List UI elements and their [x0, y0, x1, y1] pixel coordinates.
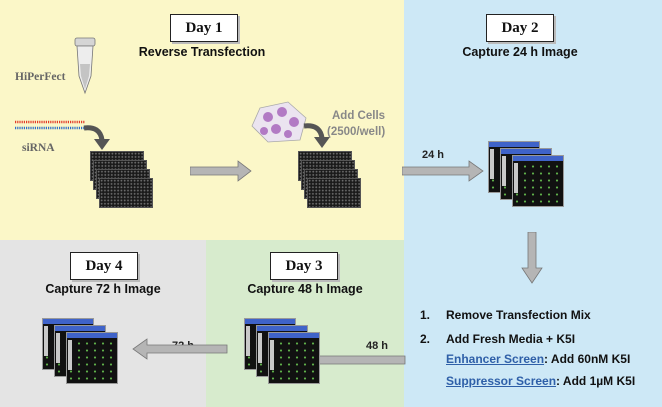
day3-title: Day 3 — [270, 252, 338, 280]
step-2: 2.Add Fresh Media + K5I — [420, 332, 576, 346]
arrow-label-48h: 48 h — [366, 340, 389, 352]
hiperfect-label: HiPerFect — [15, 71, 66, 83]
arrow-label-24h: 24 h — [422, 149, 445, 161]
enhancer-screen-link[interactable]: Enhancer Screen — [446, 352, 545, 366]
sirna-icon — [15, 120, 85, 130]
day1-title: Day 1 — [170, 14, 238, 42]
day2-title: Day 2 — [486, 14, 554, 42]
flow-arrow-1-2-24h — [402, 160, 484, 182]
curved-arrow-icon — [303, 123, 330, 148]
step-1: 1.Remove Transfection Mix — [420, 308, 591, 322]
sirna-label: siRNA — [22, 142, 55, 154]
flow-arrow-3-4 — [132, 338, 228, 360]
day3-subtitle: Capture 48 h Image — [247, 282, 363, 296]
suppressor-screen: Suppressor Screen: Add 1µM K5I — [446, 374, 636, 388]
day1-subtitle: Reverse Transfection — [138, 45, 266, 59]
day4-subtitle: Capture 72 h Image — [45, 282, 161, 296]
day2-subtitle: Capture 24 h Image — [462, 45, 578, 59]
enhancer-screen: Enhancer Screen: Add 60nM K5I — [446, 352, 631, 366]
flow-arrow-down — [521, 232, 543, 284]
cells-icon — [251, 101, 307, 143]
flow-arrow-1-2 — [190, 160, 252, 182]
add-cells-label: Add Cells — [332, 110, 386, 122]
day4-title: Day 4 — [70, 252, 138, 280]
tube-icon — [74, 37, 96, 95]
cells-per-well-label: (2500/well) — [327, 126, 386, 138]
suppressor-screen-link[interactable]: Suppressor Screen — [446, 374, 557, 388]
curved-arrow-icon — [83, 125, 110, 150]
